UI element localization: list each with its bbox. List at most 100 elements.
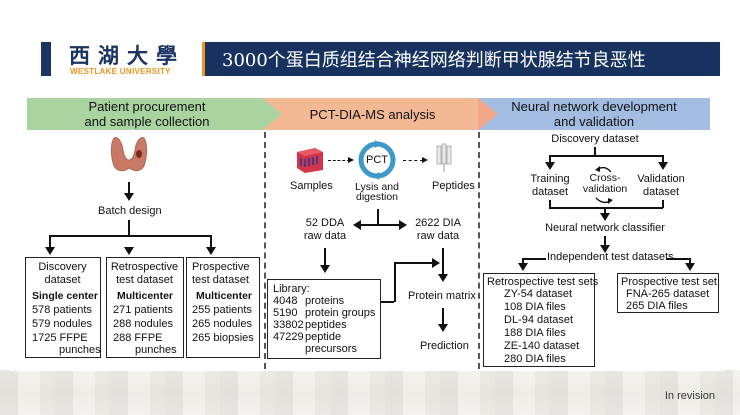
dashed-arrow-line [403, 160, 423, 161]
library-num: 4048 [273, 295, 298, 307]
arrow-line [442, 248, 444, 276]
arrow-left-icon [353, 219, 361, 230]
arrow-line [666, 258, 690, 260]
tissue-sample-icon [297, 148, 323, 173]
batch-design-label: Batch design [98, 205, 162, 217]
dataset-stat: 265 biopsies [192, 332, 254, 344]
arrow-line [522, 258, 546, 260]
arrow-line [604, 236, 606, 246]
arrow-down-icon [599, 245, 610, 253]
title-banner: 3000个蛋白质组结合神经网络判断甲状腺结节良恶性 [202, 42, 720, 76]
dataset-stat: punches [59, 344, 101, 356]
arrow-down-icon [205, 247, 216, 255]
arrow-line [394, 262, 434, 264]
header-line: and validation [553, 114, 635, 129]
library-label: peptides [305, 319, 347, 331]
header-analysis: PCT-DIA-MS analysis [262, 98, 483, 130]
dataset-box-prospective: Prospective test dataset Multicenter 255… [186, 257, 260, 358]
test-set-title: Retrospective test sets [487, 276, 599, 288]
dataset-title: test dataset [192, 274, 249, 286]
arrow-line [549, 207, 663, 209]
test-set-line: 188 DIA files [504, 327, 566, 339]
accent-bar [41, 42, 51, 76]
dataset-title: test dataset [116, 274, 173, 286]
logo-chinese: 西湖大學 [69, 43, 185, 68]
arrow-down-icon [44, 247, 55, 255]
arrow-line [360, 224, 400, 226]
header-line: and sample collection [84, 114, 210, 129]
arrow-right-icon [348, 157, 354, 163]
arrow-down-icon [657, 162, 668, 170]
arrow-line [549, 200, 551, 208]
test-set-line: DL-94 dataset [504, 314, 574, 326]
dda-line: 52 DDA [305, 217, 345, 229]
westlake-logo: 西湖大學 WESTLAKE UNIVERSITY [65, 40, 200, 78]
arrow-line [128, 220, 130, 236]
thyroid-icon [110, 137, 148, 172]
dataset-stat: 255 patients [192, 304, 252, 316]
arrow-line [442, 308, 444, 325]
test-set-line: 108 DIA files [504, 301, 566, 313]
arrow-line [522, 258, 524, 265]
library-title: Library: [273, 283, 310, 295]
library-label: peptide [305, 331, 342, 343]
dataset-stat: 1725 FFPE [32, 332, 88, 344]
background-photo [0, 370, 740, 415]
protein-matrix-label: Protein matrix [408, 290, 476, 302]
test-set-line: 265 DIA files [626, 300, 688, 312]
header-line: Patient procurement [88, 99, 206, 114]
samples-label: Samples [290, 180, 333, 192]
cross-line: Cross- [589, 172, 621, 184]
dia-line: raw data [416, 230, 460, 242]
arrow-line [594, 147, 596, 156]
discovery-dataset-label: Discovery dataset [551, 133, 639, 145]
lysis-line: Lysis and [355, 181, 399, 193]
arrow-down-icon [684, 263, 695, 271]
arrow-line [662, 200, 664, 208]
peptides-label: Peptides [432, 180, 475, 192]
arrow-down-icon [517, 263, 528, 271]
training-line: dataset [531, 186, 569, 198]
arrow-line [49, 235, 51, 248]
dataset-stat: 288 FFPE [113, 332, 163, 344]
arrow-line [604, 207, 606, 215]
dataset-stat: 579 nodules [32, 318, 92, 330]
library-num: 33802 [273, 319, 304, 331]
prospective-test-set-box: Prospective test set FNA-265 dataset 265… [617, 273, 719, 313]
classifier-label: Neural network classifier [545, 222, 665, 234]
test-set-line: ZE-140 dataset [504, 340, 580, 352]
pct-label: PCT [366, 154, 388, 166]
arrow-line [549, 155, 551, 163]
arrow-line [662, 155, 664, 163]
dataset-box-retrospective: Retrospective test dataset Multicenter 2… [106, 257, 184, 358]
arrow-down-icon [437, 274, 448, 282]
arrow-line [377, 209, 379, 225]
arrow-line [324, 248, 326, 266]
arrow-line [381, 301, 394, 303]
arrow-down-icon [599, 213, 610, 221]
validation-line: Validation [637, 173, 685, 185]
section-divider [478, 132, 480, 369]
library-label: precursors [305, 343, 357, 355]
library-label: proteins [305, 295, 345, 307]
arrow-line [49, 235, 210, 237]
dataset-box-discovery: Discovery dataset Single center 578 pati… [25, 257, 101, 358]
cycle-arrow-top-icon [595, 166, 612, 173]
arrow-right-icon [432, 257, 440, 268]
arrow-down-icon [319, 265, 330, 273]
dataset-center: Multicenter [196, 290, 253, 302]
dia-line: 2622 DIA [415, 217, 461, 229]
arrow-line [394, 262, 396, 302]
library-num: 47229 [273, 331, 304, 343]
dataset-center: Single center [32, 290, 98, 302]
header-line: Neural network development [511, 99, 677, 114]
training-line: Training [530, 173, 570, 185]
chevron-arrow-icon [262, 98, 282, 130]
test-set-line: FNA-265 dataset [626, 288, 710, 300]
dataset-stat: 265 nodules [192, 318, 252, 330]
logo-english: WESTLAKE UNIVERSITY [70, 67, 171, 76]
